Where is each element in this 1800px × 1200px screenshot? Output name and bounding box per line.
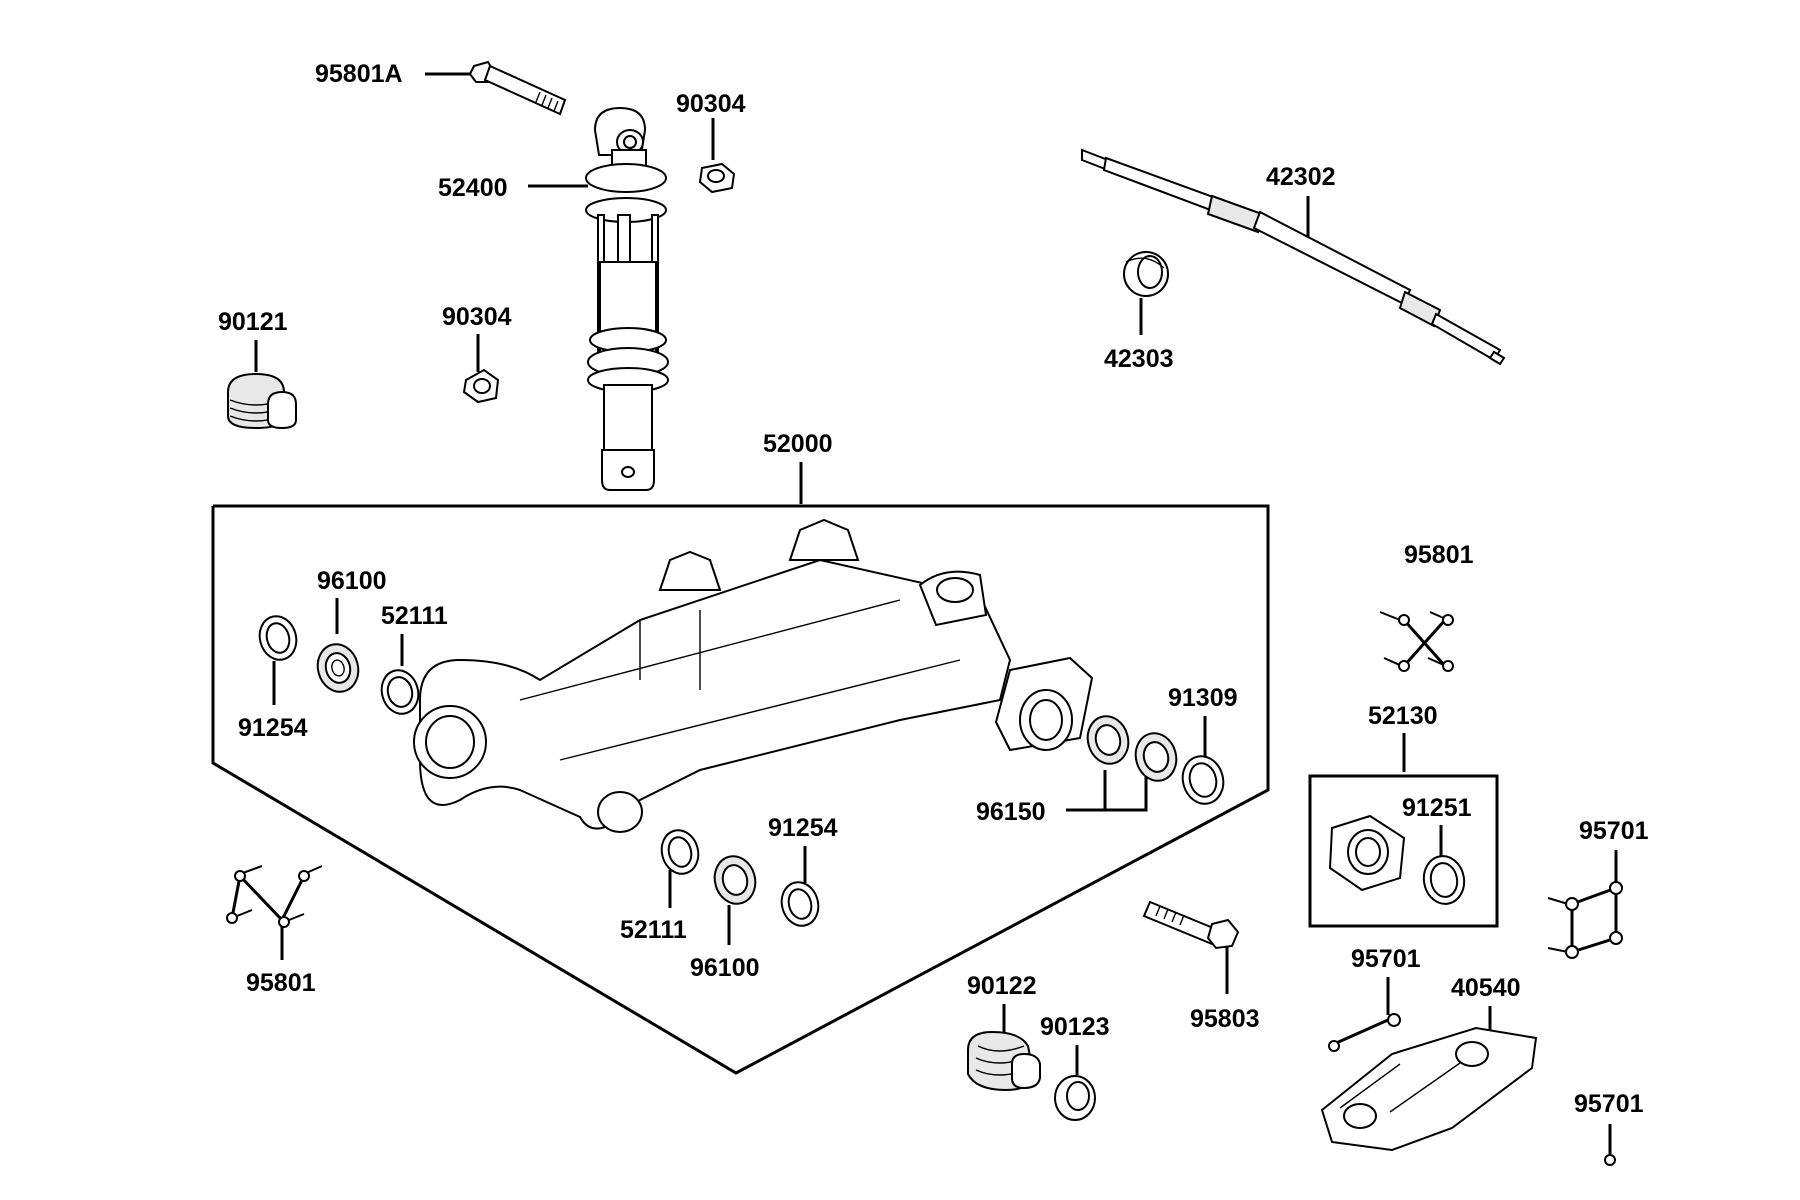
label-90123: 90123 (1040, 1013, 1110, 1041)
shock-absorber-icon (585, 106, 669, 491)
label-95801-left: 95801 (246, 969, 316, 997)
rear-axle-icon (1081, 148, 1506, 366)
label-52400: 52400 (438, 174, 508, 202)
bearing-holder-icon (1328, 814, 1406, 892)
label-90304-top: 90304 (676, 90, 746, 118)
bolt-95803-icon (1142, 900, 1240, 950)
bearing-96150-b-icon (1134, 732, 1178, 782)
label-91251: 91251 (1402, 794, 1472, 822)
seal-91254-left-icon (258, 615, 298, 661)
spacer-52111-upper-icon (380, 669, 420, 715)
seal-91309-icon (1181, 755, 1225, 805)
label-42303: 42303 (1104, 345, 1174, 373)
seal-91254-lower-icon (780, 881, 820, 927)
skid-plate-icon (1320, 1026, 1538, 1152)
label-95801-right: 95801 (1404, 541, 1474, 569)
label-52111-upper: 52111 (381, 602, 448, 630)
bearing-96100-upper-icon (316, 643, 360, 693)
label-52000: 52000 (763, 430, 833, 458)
swingarm-group-frame (211, 504, 1270, 1075)
bearing-holder-group-frame (1308, 774, 1499, 928)
label-95801A: 95801A (315, 60, 403, 88)
label-96150: 96150 (976, 798, 1046, 826)
nut-90304-mid-icon (462, 368, 500, 404)
label-90304-mid: 90304 (442, 303, 512, 331)
bolt-95801A-icon (468, 60, 567, 116)
label-42302: 42302 (1266, 163, 1336, 191)
label-96100-lower: 96100 (690, 954, 760, 982)
seal-91251-icon (1422, 855, 1466, 905)
label-95701-right: 95701 (1579, 817, 1649, 845)
spacer-52111-lower-icon (660, 829, 700, 875)
bolt-95701-bottom-icon (1604, 1124, 1616, 1166)
label-91254-lower: 91254 (768, 814, 838, 842)
label-40540: 40540 (1451, 974, 1521, 1002)
plug-90121-icon (227, 372, 297, 430)
label-91254-left: 91254 (238, 714, 308, 742)
bolt-set-95701-right-icon (1547, 881, 1623, 959)
label-95803: 95803 (1190, 1005, 1260, 1033)
label-95701-mid: 95701 (1351, 945, 1421, 973)
bolt-set-95801-left-icon (226, 865, 323, 928)
label-52130: 52130 (1368, 702, 1438, 730)
nut-90304-top-icon (698, 162, 736, 194)
label-90121: 90121 (218, 308, 288, 336)
axle-collar-icon (1123, 251, 1169, 297)
bearing-96150-a-icon (1086, 715, 1130, 765)
label-95701-bottom: 95701 (1574, 1090, 1644, 1118)
locknut-90123-icon (1054, 1075, 1096, 1121)
swingarm-body-icon (413, 518, 1094, 833)
bolt-set-95701-mid-icon (1328, 1013, 1401, 1052)
label-52111-lower: 52111 (620, 916, 687, 944)
bolt-set-95801-right-icon (1379, 611, 1454, 672)
label-91309: 91309 (1168, 684, 1238, 712)
label-96100-upper: 96100 (317, 567, 387, 595)
bearing-96100-lower-icon (713, 855, 757, 905)
adjuster-90122-icon (967, 1030, 1041, 1092)
label-90122: 90122 (967, 972, 1037, 1000)
